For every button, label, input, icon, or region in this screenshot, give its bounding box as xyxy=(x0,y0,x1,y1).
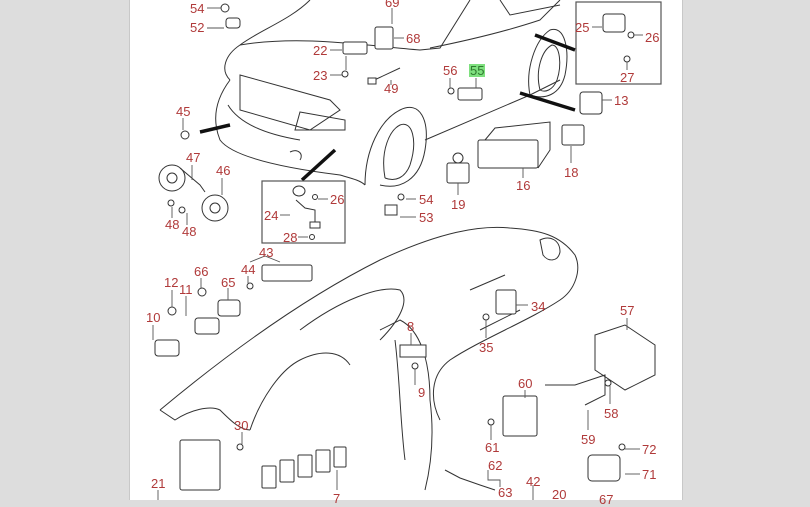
callout-53[interactable]: 53 xyxy=(419,210,434,225)
callout-60[interactable]: 60 xyxy=(518,376,533,391)
callout-54[interactable]: 54 xyxy=(190,1,205,16)
callout-43[interactable]: 43 xyxy=(259,245,274,260)
callout-56[interactable]: 56 xyxy=(443,63,458,78)
callout-65[interactable]: 65 xyxy=(221,275,236,290)
callout-23[interactable]: 23 xyxy=(313,68,328,83)
callout-27[interactable]: 27 xyxy=(620,70,635,85)
callout-59[interactable]: 59 xyxy=(581,432,596,447)
callout-44[interactable]: 44 xyxy=(241,262,256,277)
callout-42[interactable]: 42 xyxy=(526,474,541,489)
callout-61[interactable]: 61 xyxy=(485,440,500,455)
callout-48[interactable]: 48 xyxy=(165,217,180,232)
callout-34[interactable]: 34 xyxy=(531,299,546,314)
callout-7[interactable]: 7 xyxy=(333,491,341,506)
callout-68[interactable]: 68 xyxy=(406,31,421,46)
callout-66[interactable]: 66 xyxy=(194,264,209,279)
callout-28[interactable]: 28 xyxy=(283,230,298,245)
callout-54[interactable]: 54 xyxy=(419,192,434,207)
callout-25[interactable]: 25 xyxy=(575,20,590,35)
vehicle-outline xyxy=(215,0,568,187)
callout-63[interactable]: 63 xyxy=(498,485,513,500)
inset-box-sensor xyxy=(261,180,346,244)
callout-58[interactable]: 58 xyxy=(604,406,619,421)
callout-26[interactable]: 26 xyxy=(330,192,345,207)
callout-22[interactable]: 22 xyxy=(313,43,328,58)
callout-49[interactable]: 49 xyxy=(384,81,399,96)
callout-57[interactable]: 57 xyxy=(620,303,635,318)
callout-45[interactable]: 45 xyxy=(176,104,191,119)
callout-11[interactable]: 11 xyxy=(179,282,193,297)
diagram-sheet xyxy=(129,0,683,500)
inset-box-mirror xyxy=(575,1,662,85)
callout-26[interactable]: 26 xyxy=(645,30,660,45)
callout-46[interactable]: 46 xyxy=(216,163,231,178)
callout-13[interactable]: 13 xyxy=(614,93,629,108)
callout-72[interactable]: 72 xyxy=(642,442,657,457)
part-shapes xyxy=(154,3,656,491)
callout-55-highlighted[interactable]: 55 xyxy=(469,63,486,78)
callout-62[interactable]: 62 xyxy=(488,458,503,473)
callout-19[interactable]: 19 xyxy=(451,197,466,212)
callout-69[interactable]: 69 xyxy=(385,0,400,10)
leader-lines xyxy=(152,7,643,500)
callout-48[interactable]: 48 xyxy=(182,224,197,239)
callout-12[interactable]: 12 xyxy=(164,275,179,290)
callout-24[interactable]: 24 xyxy=(264,208,279,223)
callout-47[interactable]: 47 xyxy=(186,150,201,165)
callout-16[interactable]: 16 xyxy=(516,178,531,193)
callout-8[interactable]: 8 xyxy=(407,319,415,334)
callout-20[interactable]: 20 xyxy=(552,487,567,502)
callout-35[interactable]: 35 xyxy=(479,340,494,355)
callout-52[interactable]: 52 xyxy=(190,20,205,35)
callout-71[interactable]: 71 xyxy=(642,467,657,482)
callout-21[interactable]: 21 xyxy=(151,476,166,491)
callout-9[interactable]: 9 xyxy=(418,385,426,400)
instrument-panel-outline xyxy=(159,226,579,491)
callout-18[interactable]: 18 xyxy=(564,165,579,180)
callout-30[interactable]: 30 xyxy=(234,418,249,433)
callout-10[interactable]: 10 xyxy=(146,310,161,325)
